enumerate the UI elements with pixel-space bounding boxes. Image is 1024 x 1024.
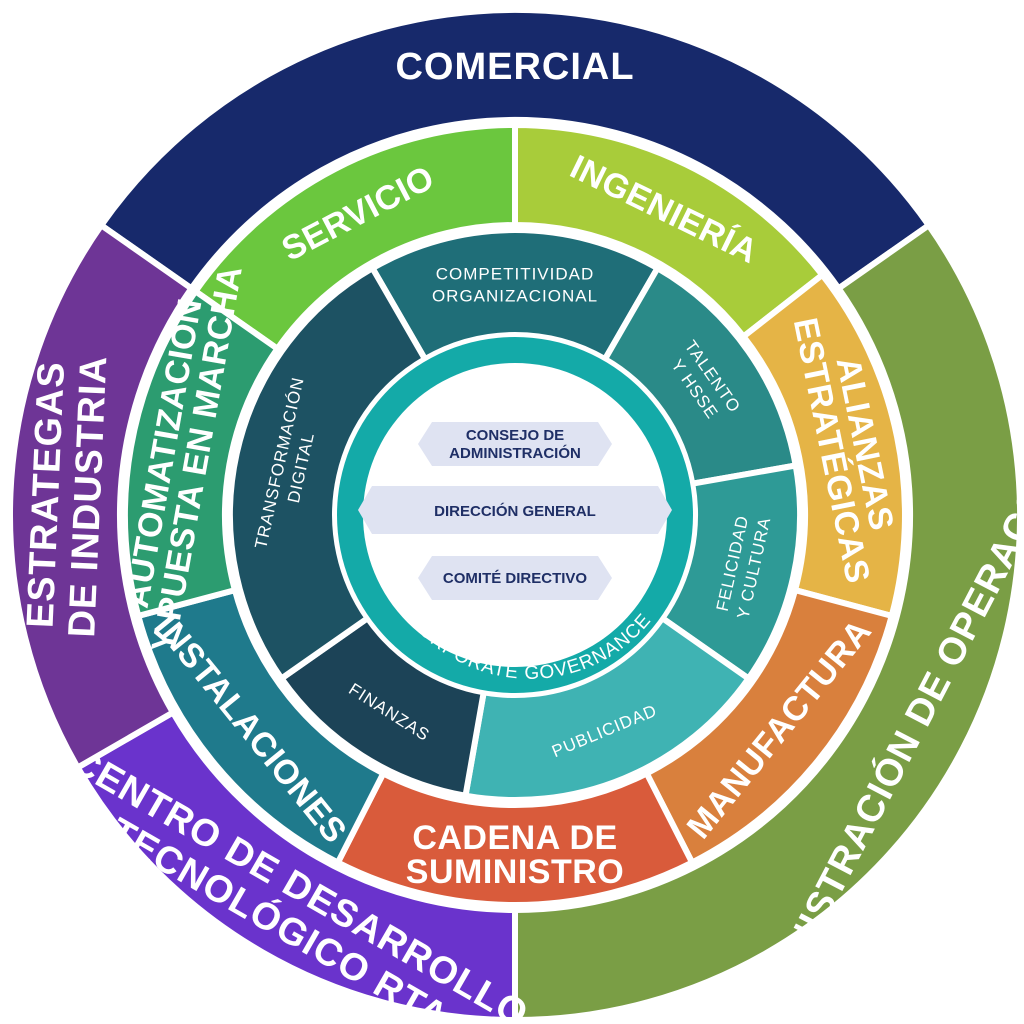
segment-administracion [512, 221, 1023, 1024]
label-cadena-line-1: CADENA DE [412, 819, 617, 857]
direccion-label: DIRECCIÓN GENERAL [434, 502, 596, 520]
consejo-label-line-2: ADMINISTRACIÓN [449, 444, 581, 462]
consejo-banner [418, 422, 612, 466]
segment-transformacion [227, 264, 430, 683]
comite-banner [418, 556, 612, 600]
segment-estrategas [7, 221, 196, 772]
consejo-label-line-1: CONSEJO DE [466, 427, 564, 444]
label-competitividad-line-1: COMPETITIVIDAD [436, 264, 595, 283]
core-leadership: CONSEJO DE ADMINISTRACIÓN DIRECCIÓN GENE… [358, 422, 672, 600]
label-competitividad-line-2: ORGANIZACIONAL [432, 286, 598, 305]
segment-comercial [97, 6, 933, 293]
label-comercial-line-1: COMERCIAL [395, 46, 634, 88]
comite-label: COMITÉ DIRECTIVO [443, 570, 588, 587]
label-comercial: COMERCIAL [395, 46, 634, 88]
segment-competitividad [368, 227, 662, 364]
label-competitividad: COMPETITIVIDAD ORGANIZACIONAL [432, 264, 598, 305]
direccion-banner [358, 486, 672, 534]
label-cadena-line-2: SUMINISTRO [406, 853, 624, 891]
segment-automatizacion [122, 287, 282, 620]
label-estrategas: ESTRATEGASDE INDUSTRIA [19, 353, 115, 639]
